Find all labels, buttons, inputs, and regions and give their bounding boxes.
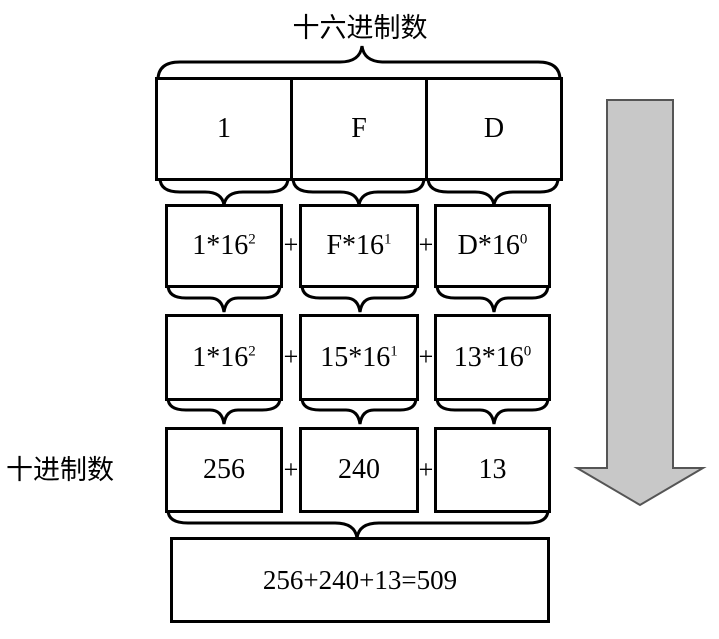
dec-title: 十进制数 bbox=[6, 455, 114, 486]
decimal-part-1: 256 bbox=[203, 454, 245, 485]
hex-digit-box-3: D bbox=[425, 77, 563, 181]
brace-r3-2 bbox=[300, 397, 418, 425]
plus-sign: + bbox=[283, 230, 299, 259]
hex-digit-box-2: F bbox=[290, 77, 428, 181]
plus-sign: + bbox=[418, 342, 434, 371]
decimal-box-3: 13 bbox=[434, 427, 551, 513]
value-term-3: 13*160 bbox=[453, 341, 532, 373]
expand-box-3: D*160 bbox=[434, 204, 551, 288]
brace-hex-2 bbox=[291, 177, 426, 206]
value-term-1: 1*162 bbox=[192, 341, 256, 373]
down-arrow-icon bbox=[573, 99, 707, 507]
plus-sign: + bbox=[418, 230, 434, 259]
decimal-box-2: 240 bbox=[299, 427, 419, 513]
brace-r3-3 bbox=[435, 397, 550, 425]
brace-r2-1 bbox=[166, 284, 282, 313]
hex-digit-1: 1 bbox=[217, 113, 231, 144]
decimal-part-3: 13 bbox=[478, 454, 507, 485]
expand-box-1: 1*162 bbox=[165, 204, 283, 288]
value-term-2: 15*161 bbox=[320, 341, 398, 373]
brace-r2-2 bbox=[300, 284, 418, 313]
expand-term-2: F*161 bbox=[326, 230, 392, 261]
decimal-box-1: 256 bbox=[165, 427, 283, 513]
result-box: 256+240+13=509 bbox=[170, 537, 550, 623]
hex-digit-3: D bbox=[483, 113, 505, 144]
value-box-3: 13*160 bbox=[434, 314, 551, 401]
hex-title: 十六进制数 bbox=[292, 13, 428, 44]
hex-digit-box-1: 1 bbox=[155, 77, 293, 181]
brace-bottom bbox=[166, 509, 550, 539]
expand-term-3: D*160 bbox=[457, 230, 528, 261]
plus-sign: + bbox=[283, 455, 299, 484]
plus-sign: + bbox=[283, 342, 299, 371]
brace-r3-1 bbox=[166, 397, 282, 425]
result-text: 256+240+13=509 bbox=[262, 564, 458, 595]
expand-box-2: F*161 bbox=[299, 204, 419, 288]
decimal-part-2: 240 bbox=[338, 454, 380, 485]
plus-sign: + bbox=[418, 455, 434, 484]
brace-hex-3 bbox=[426, 177, 560, 206]
value-box-2: 15*161 bbox=[299, 314, 419, 401]
expand-term-1: 1*162 bbox=[192, 230, 256, 261]
brace-hex-1 bbox=[158, 177, 290, 206]
brace-top bbox=[156, 45, 562, 81]
value-box-1: 1*162 bbox=[165, 314, 283, 401]
hex-digit-2: F bbox=[351, 113, 367, 144]
brace-r2-3 bbox=[435, 284, 550, 313]
